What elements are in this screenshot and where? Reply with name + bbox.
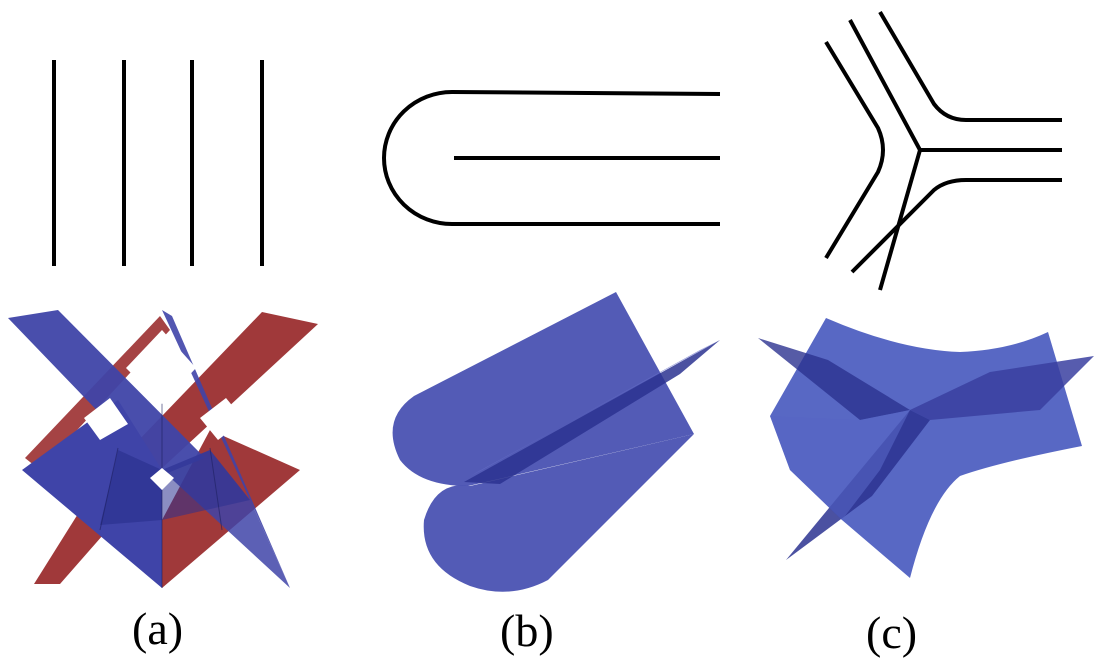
center-fin xyxy=(464,340,720,484)
crease-1 xyxy=(99,447,119,531)
panel-c-surface xyxy=(758,318,1094,578)
blue-strip-center-left xyxy=(22,400,162,588)
panel-label-c: (c) xyxy=(866,607,918,658)
panel-b-lines xyxy=(382,89,721,226)
gap-upper xyxy=(126,330,196,404)
gap-left xyxy=(84,398,128,440)
panel-b-surface xyxy=(392,292,720,592)
junction-front-flap xyxy=(770,410,910,520)
overlap-dark-2 xyxy=(162,450,250,520)
gap-right xyxy=(200,398,244,440)
gap-bottom xyxy=(150,468,174,490)
panel-label-a: (a) xyxy=(132,603,184,654)
panel-c-lines xyxy=(824,10,1062,291)
overlap-dark-1 xyxy=(100,450,162,525)
u-surface-lower xyxy=(423,434,694,592)
junction-left xyxy=(824,40,885,260)
blue-strip-left xyxy=(8,310,205,476)
panel-a-lines xyxy=(52,60,264,266)
junction-fin-left xyxy=(758,338,910,420)
u-curve xyxy=(382,89,721,226)
junction-upper xyxy=(878,10,1062,122)
junction-lower xyxy=(850,178,1062,274)
u-surface-upper xyxy=(392,292,694,486)
panel-a-surface xyxy=(8,310,318,588)
junction-fin-right xyxy=(910,356,1094,420)
crease-3 xyxy=(209,447,223,531)
fin-highlight xyxy=(470,340,720,476)
panel-label-b: (b) xyxy=(500,605,554,656)
